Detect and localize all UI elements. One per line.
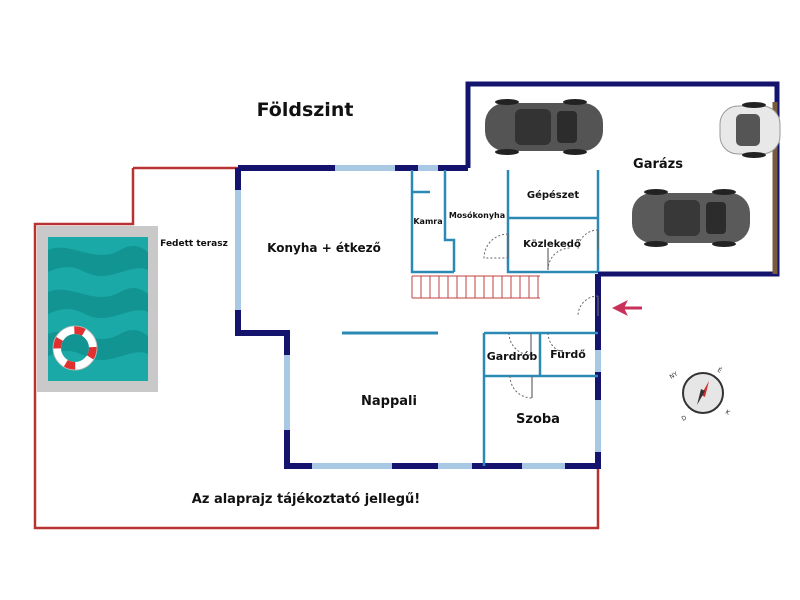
compass-letter-d: D <box>681 414 689 423</box>
doors <box>483 229 599 399</box>
room-label-nappali: Nappali <box>361 394 417 409</box>
room-label-kozlekedo: Közlekedő <box>523 238 581 250</box>
room-label-konyha: Konyha + étkező <box>267 241 381 255</box>
room-label-gardrob: Gardrób <box>487 350 538 363</box>
inner-walls <box>410 170 600 466</box>
room-label-furdo: Fürdő <box>550 348 586 361</box>
stairs <box>411 275 540 299</box>
life-ring-icon <box>52 325 98 371</box>
pool-icon <box>37 226 158 392</box>
room-label-garazs: Garázs <box>633 157 683 172</box>
car-icon <box>485 99 603 155</box>
room-label-szoba: Szoba <box>516 412 560 427</box>
garage-wall <box>465 81 780 277</box>
room-label-kamra: Kamra <box>413 217 442 226</box>
car-icon <box>719 102 781 158</box>
room-label-gepeszet: Gépészet <box>527 189 579 201</box>
entrance-arrow-icon <box>612 300 642 316</box>
disclaimer-text: Az alaprajz tájékoztató jellegű! <box>192 492 420 507</box>
room-label-fedett-terasz: Fedett terasz <box>160 239 228 249</box>
car-icon <box>632 189 750 247</box>
plot-boundary <box>33 166 600 530</box>
room-label-mosokonyha: Mosókonyha <box>449 210 505 220</box>
compass-icon: NY É K D <box>669 366 732 423</box>
compass-letter-ny: NY <box>669 370 680 380</box>
compass-letter-e: É <box>716 366 723 375</box>
compass-letter-k: K <box>724 409 732 418</box>
floor-title: Földszint <box>257 99 354 121</box>
